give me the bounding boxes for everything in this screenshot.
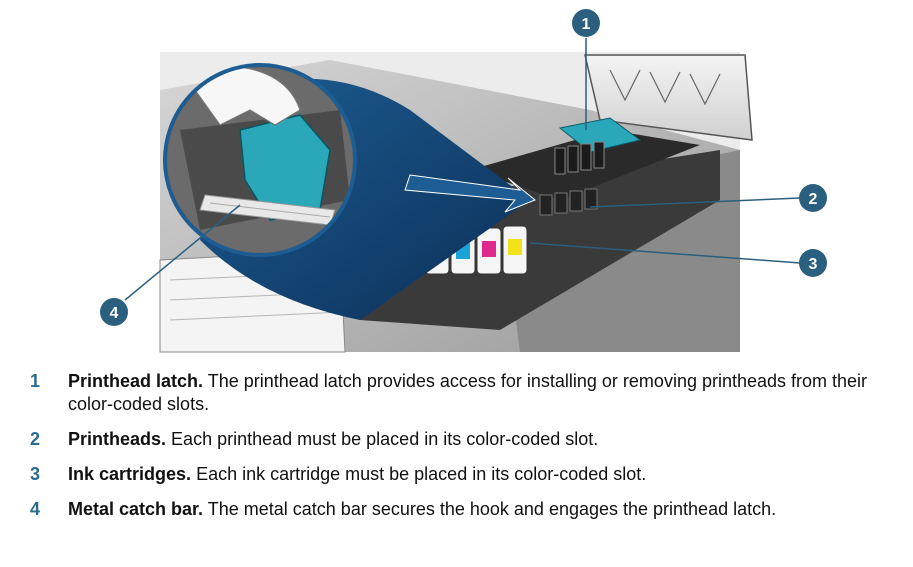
callout-4: 4 <box>100 298 128 326</box>
legend-number: 1 <box>30 371 41 391</box>
legend-term: Printhead latch. <box>68 371 204 391</box>
callout-1: 1 <box>572 9 600 37</box>
legend-number: 3 <box>30 464 41 484</box>
callout-3-label: 3 <box>809 256 818 273</box>
legend-list: 1 Printhead latch. The printhead latch p… <box>30 370 900 533</box>
zoom-arrow <box>404 174 536 213</box>
legend-item: 2 Printheads. Each printhead must be pla… <box>30 428 900 451</box>
callout-lines <box>124 38 801 301</box>
callout-2: 2 <box>799 184 827 212</box>
legend-term: Printheads. <box>68 429 167 449</box>
detail-magnifier <box>163 63 357 257</box>
legend-item: 1 Printhead latch. The printhead latch p… <box>30 370 900 416</box>
legend-item: 3 Ink cartridges. Each ink cartridge mus… <box>30 463 900 486</box>
ink-bay <box>360 150 720 330</box>
printer-drawing: 1 2 3 4 <box>100 9 827 353</box>
legend-text: Printhead latch. The printhead latch pro… <box>68 370 900 416</box>
legend-text: Metal catch bar. The metal catch bar sec… <box>68 498 900 521</box>
printheads <box>539 141 605 216</box>
legend-term: Metal catch bar. <box>68 499 204 519</box>
printer-illustration: 1 2 3 4 <box>100 9 827 353</box>
lid-ribs <box>609 69 721 106</box>
legend-description: Each ink cartridge must be placed in its… <box>196 464 647 484</box>
printhead-latch <box>558 117 642 153</box>
callout-1-label: 1 <box>582 16 591 33</box>
legend-text: Ink cartridges. Each ink cartridge must … <box>68 463 900 486</box>
legend-description: Each printhead must be placed in its col… <box>171 429 599 449</box>
legend-description: The metal catch bar secures the hook and… <box>207 499 777 519</box>
callout-4-label: 4 <box>110 305 119 322</box>
printer-lid <box>584 54 753 141</box>
legend-description: The printhead latch provides access for … <box>68 371 868 414</box>
callout-3: 3 <box>799 249 827 277</box>
legend-number: 2 <box>30 429 41 449</box>
callout-2-label: 2 <box>809 191 818 208</box>
legend-text: Printheads. Each printhead must be place… <box>68 428 900 451</box>
legend-item: 4 Metal catch bar. The metal catch bar s… <box>30 498 900 521</box>
legend-number: 4 <box>30 499 41 519</box>
legend-term: Ink cartridges. <box>68 464 192 484</box>
